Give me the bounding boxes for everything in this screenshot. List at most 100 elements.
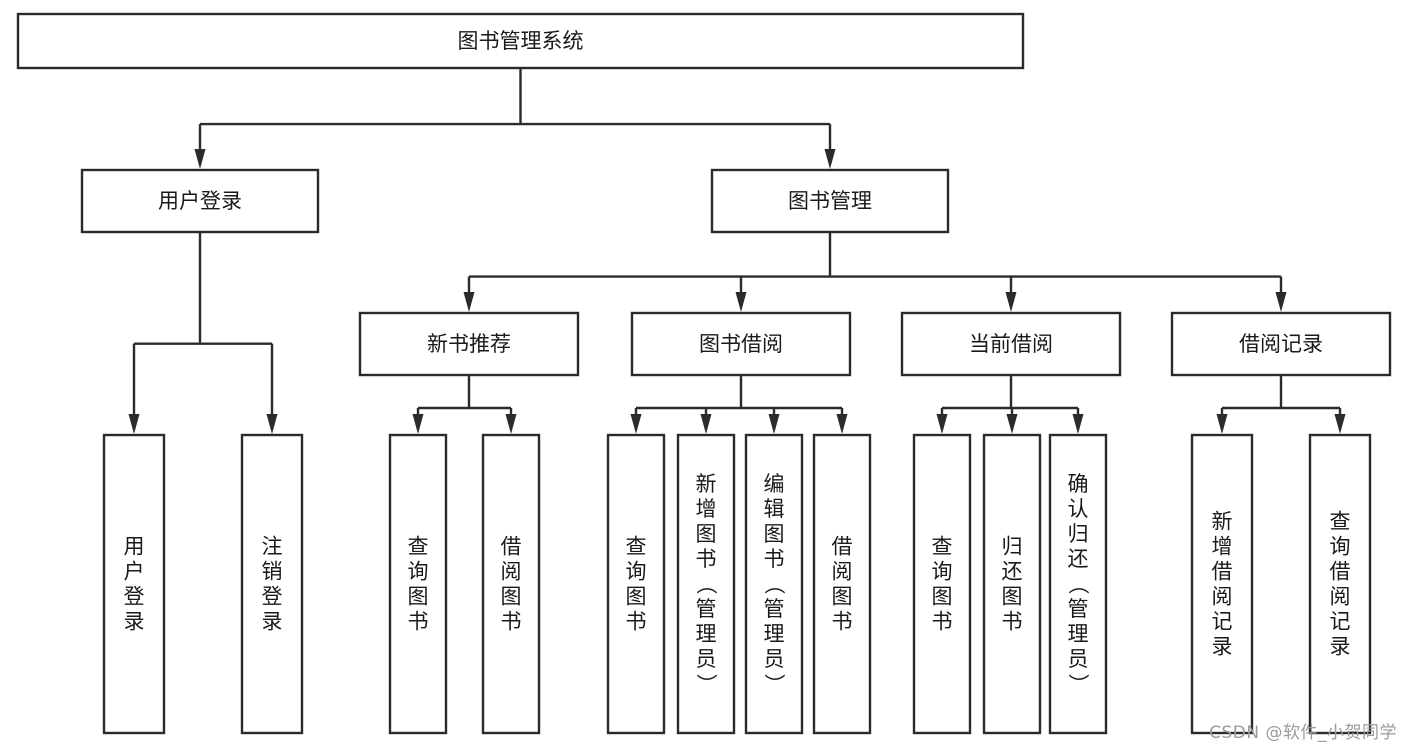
node-label-leaf-current-return-char-3: 书 bbox=[1002, 610, 1023, 634]
node-label-leaf-current-confirm-char-7: 员 bbox=[1068, 647, 1089, 671]
node-label-leaf-user-logout-char-1: 销 bbox=[262, 560, 283, 584]
node-label-leaf-current-query-char-0: 查 bbox=[932, 535, 953, 559]
connector-group-book-manage bbox=[463, 232, 1287, 312]
node-label-leaf-rec-borrow-char-0: 借 bbox=[501, 535, 522, 559]
node-leaf-user-login[interactable]: 用户登录 bbox=[102, 433, 166, 735]
node-label-leaf-rec-query-char-3: 书 bbox=[408, 610, 429, 634]
arrow-head-new-book-rec bbox=[463, 292, 475, 312]
node-box-leaf-record-add bbox=[1190, 433, 1254, 735]
node-label-leaf-record-add-char-1: 增 bbox=[1212, 535, 1233, 559]
node-label-leaf-borrow-add-char-3: 书 bbox=[696, 547, 717, 571]
node-label-leaf-current-confirm-char-1: 认 bbox=[1068, 497, 1089, 521]
node-label-book-borrow: 图书借阅 bbox=[699, 332, 783, 356]
node-box-leaf-borrow-edit bbox=[744, 433, 804, 735]
node-label-leaf-borrow-edit-char-7: 员 bbox=[764, 647, 785, 671]
arrow-head-book-borrow bbox=[735, 292, 747, 312]
node-label-user-login: 用户登录 bbox=[158, 189, 242, 213]
arrow-head-leaf-borrow-edit bbox=[768, 414, 780, 434]
node-box-book-manage bbox=[710, 168, 950, 234]
node-box-leaf-user-logout bbox=[240, 433, 304, 735]
node-label-leaf-rec-query-char-2: 图 bbox=[408, 585, 429, 609]
node-label-leaf-rec-query-char-1: 询 bbox=[408, 560, 429, 584]
node-new-book-rec[interactable]: 新书推荐 bbox=[358, 311, 580, 377]
node-label-leaf-current-query-char-3: 书 bbox=[932, 610, 953, 634]
node-label-leaf-record-query-char-3: 阅 bbox=[1330, 585, 1351, 609]
node-label-leaf-record-query-char-4: 记 bbox=[1330, 610, 1351, 634]
node-label-leaf-user-login-char-1: 户 bbox=[124, 560, 145, 584]
node-label-leaf-rec-borrow-char-2: 图 bbox=[501, 585, 522, 609]
node-box-leaf-current-query bbox=[912, 433, 972, 735]
node-label-leaf-current-confirm-char-5: 管 bbox=[1068, 597, 1089, 621]
node-label-leaf-borrow-query-char-0: 查 bbox=[626, 535, 647, 559]
node-label-leaf-current-confirm-char-2: 归 bbox=[1068, 522, 1089, 546]
node-book-manage[interactable]: 图书管理 bbox=[710, 168, 950, 234]
node-label-leaf-current-return-char-1: 还 bbox=[1002, 560, 1023, 584]
connector-group-root bbox=[194, 68, 836, 169]
node-label-leaf-borrow-edit-char-3: 书 bbox=[764, 547, 785, 571]
node-box-leaf-user-login bbox=[102, 433, 166, 735]
arrow-head-leaf-current-confirm bbox=[1072, 414, 1084, 434]
node-label-leaf-current-return-char-2: 图 bbox=[1002, 585, 1023, 609]
node-label-leaf-borrow-do-char-1: 阅 bbox=[832, 560, 853, 584]
node-box-root bbox=[16, 12, 1025, 70]
node-box-leaf-record-query bbox=[1308, 433, 1372, 735]
connector-layer bbox=[128, 68, 1346, 434]
node-label-leaf-borrow-query-char-3: 书 bbox=[626, 610, 647, 634]
node-label-current-borrow: 当前借阅 bbox=[969, 332, 1053, 356]
node-box-leaf-borrow-do bbox=[812, 433, 872, 735]
node-label-leaf-borrow-edit-char-5: 管 bbox=[764, 597, 785, 621]
node-borrow-record[interactable]: 借阅记录 bbox=[1170, 311, 1392, 377]
node-label-leaf-current-query-char-2: 图 bbox=[932, 585, 953, 609]
node-label-leaf-borrow-add-char-0: 新 bbox=[696, 472, 717, 496]
arrow-head-leaf-rec-query bbox=[412, 414, 424, 434]
node-label-leaf-record-add-char-5: 录 bbox=[1212, 635, 1233, 659]
node-label-leaf-user-login-char-2: 登 bbox=[124, 585, 145, 609]
node-current-borrow[interactable]: 当前借阅 bbox=[900, 311, 1122, 377]
node-label-book-manage: 图书管理 bbox=[788, 189, 872, 213]
node-box-leaf-borrow-add bbox=[676, 433, 736, 735]
node-user-login[interactable]: 用户登录 bbox=[80, 168, 320, 234]
arrow-head-leaf-borrow-query bbox=[630, 414, 642, 434]
node-label-leaf-record-add-char-2: 借 bbox=[1212, 560, 1233, 584]
node-book-borrow[interactable]: 图书借阅 bbox=[630, 311, 852, 377]
node-label-leaf-borrow-add-char-8: ） bbox=[694, 674, 718, 695]
node-label-leaf-record-add-char-0: 新 bbox=[1212, 510, 1233, 534]
arrow-head-leaf-record-add bbox=[1216, 414, 1228, 434]
node-box-leaf-rec-borrow bbox=[481, 433, 541, 735]
node-box-leaf-rec-query bbox=[388, 433, 448, 735]
node-label-leaf-rec-borrow-char-1: 阅 bbox=[501, 560, 522, 584]
connector-group-new-book-rec bbox=[412, 375, 517, 434]
node-label-leaf-current-confirm-char-0: 确 bbox=[1068, 472, 1089, 496]
node-label-leaf-borrow-edit-char-0: 编 bbox=[764, 472, 785, 496]
connector-group-borrow-record bbox=[1216, 375, 1346, 434]
arrow-head-book-manage bbox=[824, 149, 836, 169]
arrow-head-leaf-rec-borrow bbox=[505, 414, 517, 434]
node-label-leaf-current-confirm-char-8: ） bbox=[1066, 674, 1090, 695]
connector-group-book-borrow bbox=[630, 375, 848, 434]
node-label-leaf-record-query-char-0: 查 bbox=[1330, 510, 1351, 534]
arrow-head-leaf-current-query bbox=[936, 414, 948, 434]
node-label-leaf-rec-query-char-0: 查 bbox=[408, 535, 429, 559]
node-label-borrow-record: 借阅记录 bbox=[1239, 332, 1323, 356]
node-root[interactable]: 图书管理系统 bbox=[16, 12, 1025, 70]
node-label-leaf-current-query-char-1: 询 bbox=[932, 560, 953, 584]
node-label-leaf-current-confirm-char-4: （ bbox=[1066, 574, 1090, 595]
node-box-user-login bbox=[80, 168, 320, 234]
node-label-leaf-borrow-query-char-2: 图 bbox=[626, 585, 647, 609]
arrow-head-current-borrow bbox=[1005, 292, 1017, 312]
node-label-leaf-borrow-query-char-1: 询 bbox=[626, 560, 647, 584]
node-label-leaf-record-query-char-2: 借 bbox=[1330, 560, 1351, 584]
